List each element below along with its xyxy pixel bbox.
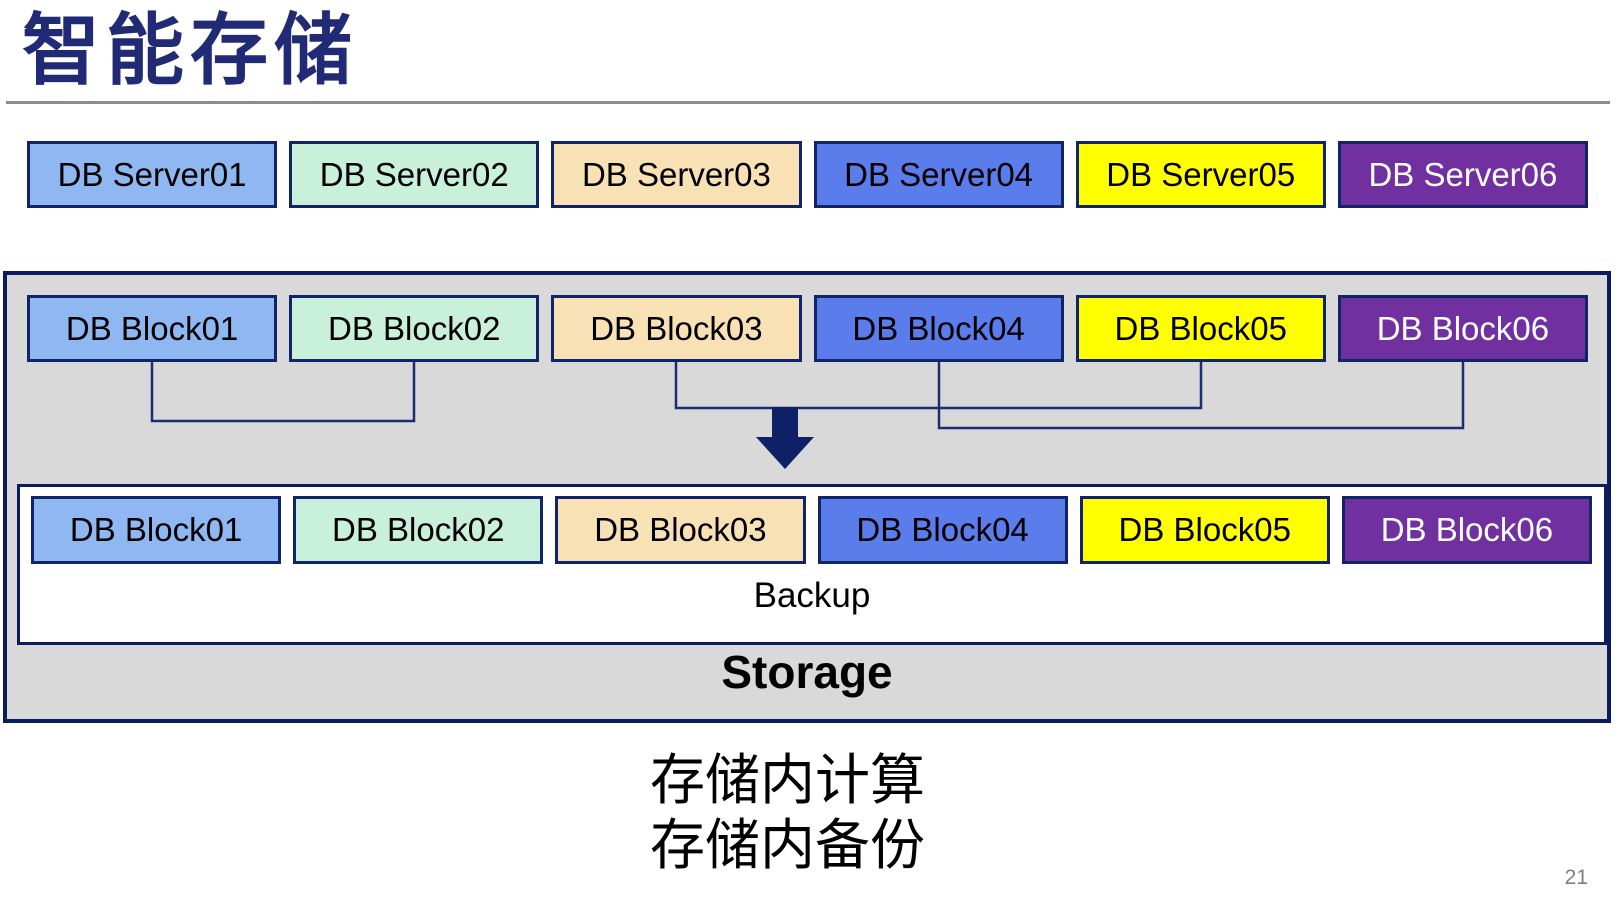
db-backup-block-box-6: DB Block06 (1341, 496, 1592, 564)
caption-line-2: 存储内备份 (650, 814, 926, 876)
page-title: 智能存储 (22, 6, 359, 94)
db-server-box-3: DB Server03 (551, 141, 802, 208)
db-server-box-1: DB Server01 (27, 141, 278, 208)
db-block-box-4: DB Block04 (813, 295, 1064, 362)
page-number: 21 (1564, 866, 1588, 889)
db-block-box-3: DB Block03 (551, 295, 802, 362)
db-block-box-5: DB Block05 (1075, 295, 1326, 362)
db-server-box-2: DB Server02 (289, 141, 540, 208)
db-block-box-1: DB Block01 (27, 295, 278, 362)
db-backup-block-box-5: DB Block05 (1079, 496, 1330, 564)
db-backup-block-box-3: DB Block03 (555, 496, 806, 564)
db-server-box-5: DB Server05 (1075, 141, 1326, 208)
db-block-box-2: DB Block02 (289, 295, 540, 362)
storage-label: Storage (721, 646, 893, 698)
db-backup-block-box-1: DB Block01 (31, 496, 282, 564)
db-backup-block-box-4: DB Block04 (817, 496, 1068, 564)
title-divider (6, 101, 1610, 104)
db-server-box-4: DB Server04 (813, 141, 1064, 208)
caption-line-1: 存储内计算 (650, 749, 926, 811)
db-backup-block-box-2: DB Block02 (293, 496, 544, 564)
backup-label: Backup (753, 576, 871, 615)
db-block-box-6: DB Block06 (1337, 295, 1588, 362)
db-server-box-6: DB Server06 (1337, 141, 1588, 208)
caption: 存储内计算 存储内备份 (650, 748, 925, 878)
